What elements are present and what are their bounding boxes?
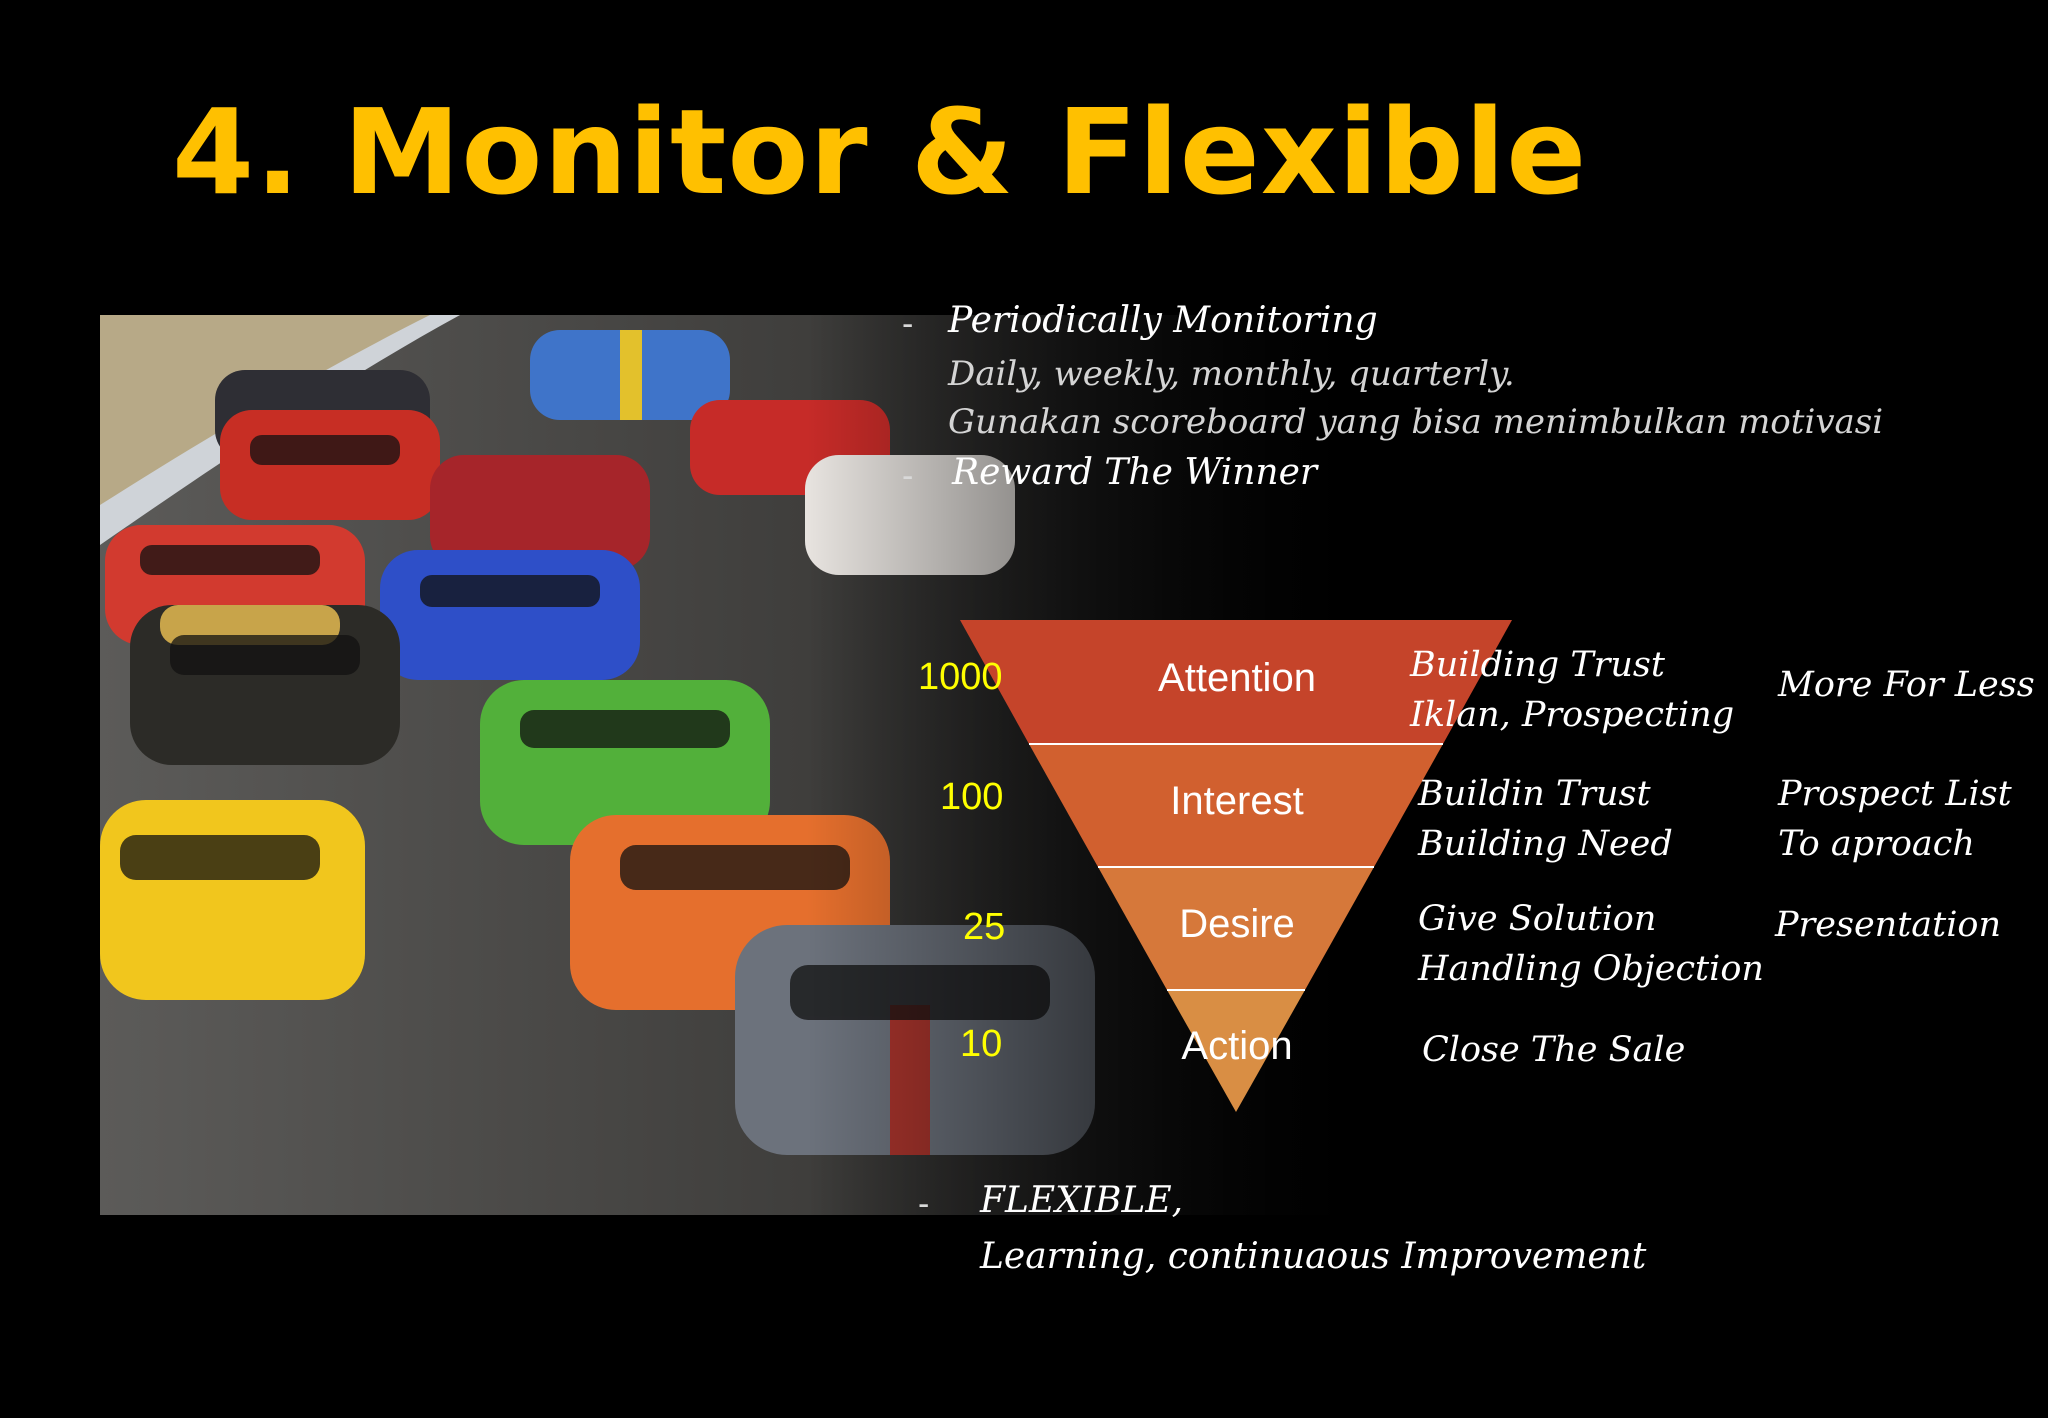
funnel-segment-action — [1167, 990, 1305, 1112]
outcome-interest-line-1: Prospect List — [1778, 774, 2012, 814]
activity-attention-line-1: Building Trust — [1410, 645, 1665, 685]
bullet-dash: - — [902, 457, 914, 495]
bullet-dash: - — [918, 1185, 930, 1223]
stage-attention: Attention — [1158, 656, 1316, 700]
reward-the-winner: Reward The Winner — [952, 452, 1318, 493]
activity-interest-line-1: Buildin Trust — [1418, 774, 1651, 814]
count-attention: 1000 — [918, 656, 1003, 698]
count-interest: 100 — [940, 776, 1004, 818]
periodic-monitoring-heading: Periodically Monitoring — [948, 300, 1378, 341]
outcome-desire: Presentation — [1775, 905, 2002, 945]
bullet-dash: - — [902, 305, 914, 343]
funnel-segment-interest — [1029, 744, 1443, 867]
activity-action-line-1: Close The Sale — [1422, 1030, 1686, 1070]
count-action: 10 — [960, 1023, 1003, 1065]
periodic-monitoring-line-2: Gunakan scoreboard yang bisa menimbulkan… — [948, 402, 1884, 442]
activity-desire-line-2: Handling Objection — [1418, 949, 1764, 989]
count-desire: 25 — [963, 906, 1006, 948]
slide-title: 4. Monitor & Flexible — [172, 83, 1588, 221]
funnel-segment-attention — [960, 620, 1512, 744]
funnel-segment-desire — [1098, 867, 1374, 990]
activity-attention-line-2: Iklan, Prospecting — [1410, 695, 1735, 735]
flexible-line: Learning, continuaous Improvement — [980, 1236, 1647, 1277]
stage-interest: Interest — [1170, 779, 1304, 823]
outcome-attention: More For Less — [1778, 665, 2035, 705]
activity-interest-line-2: Building Need — [1418, 824, 1673, 864]
flexible-heading: FLEXIBLE, — [980, 1180, 1184, 1221]
outcome-interest-line-2: To aproach — [1778, 824, 1975, 864]
periodic-monitoring-line-1: Daily, weekly, monthly, quarterly. — [948, 354, 1515, 394]
racing-cars-photo — [100, 315, 1385, 1215]
stage-action: Action — [1181, 1024, 1293, 1068]
stage-desire: Desire — [1179, 902, 1295, 946]
aida-funnel — [960, 620, 1512, 1112]
activity-desire-line-1: Give Solution — [1418, 899, 1657, 939]
